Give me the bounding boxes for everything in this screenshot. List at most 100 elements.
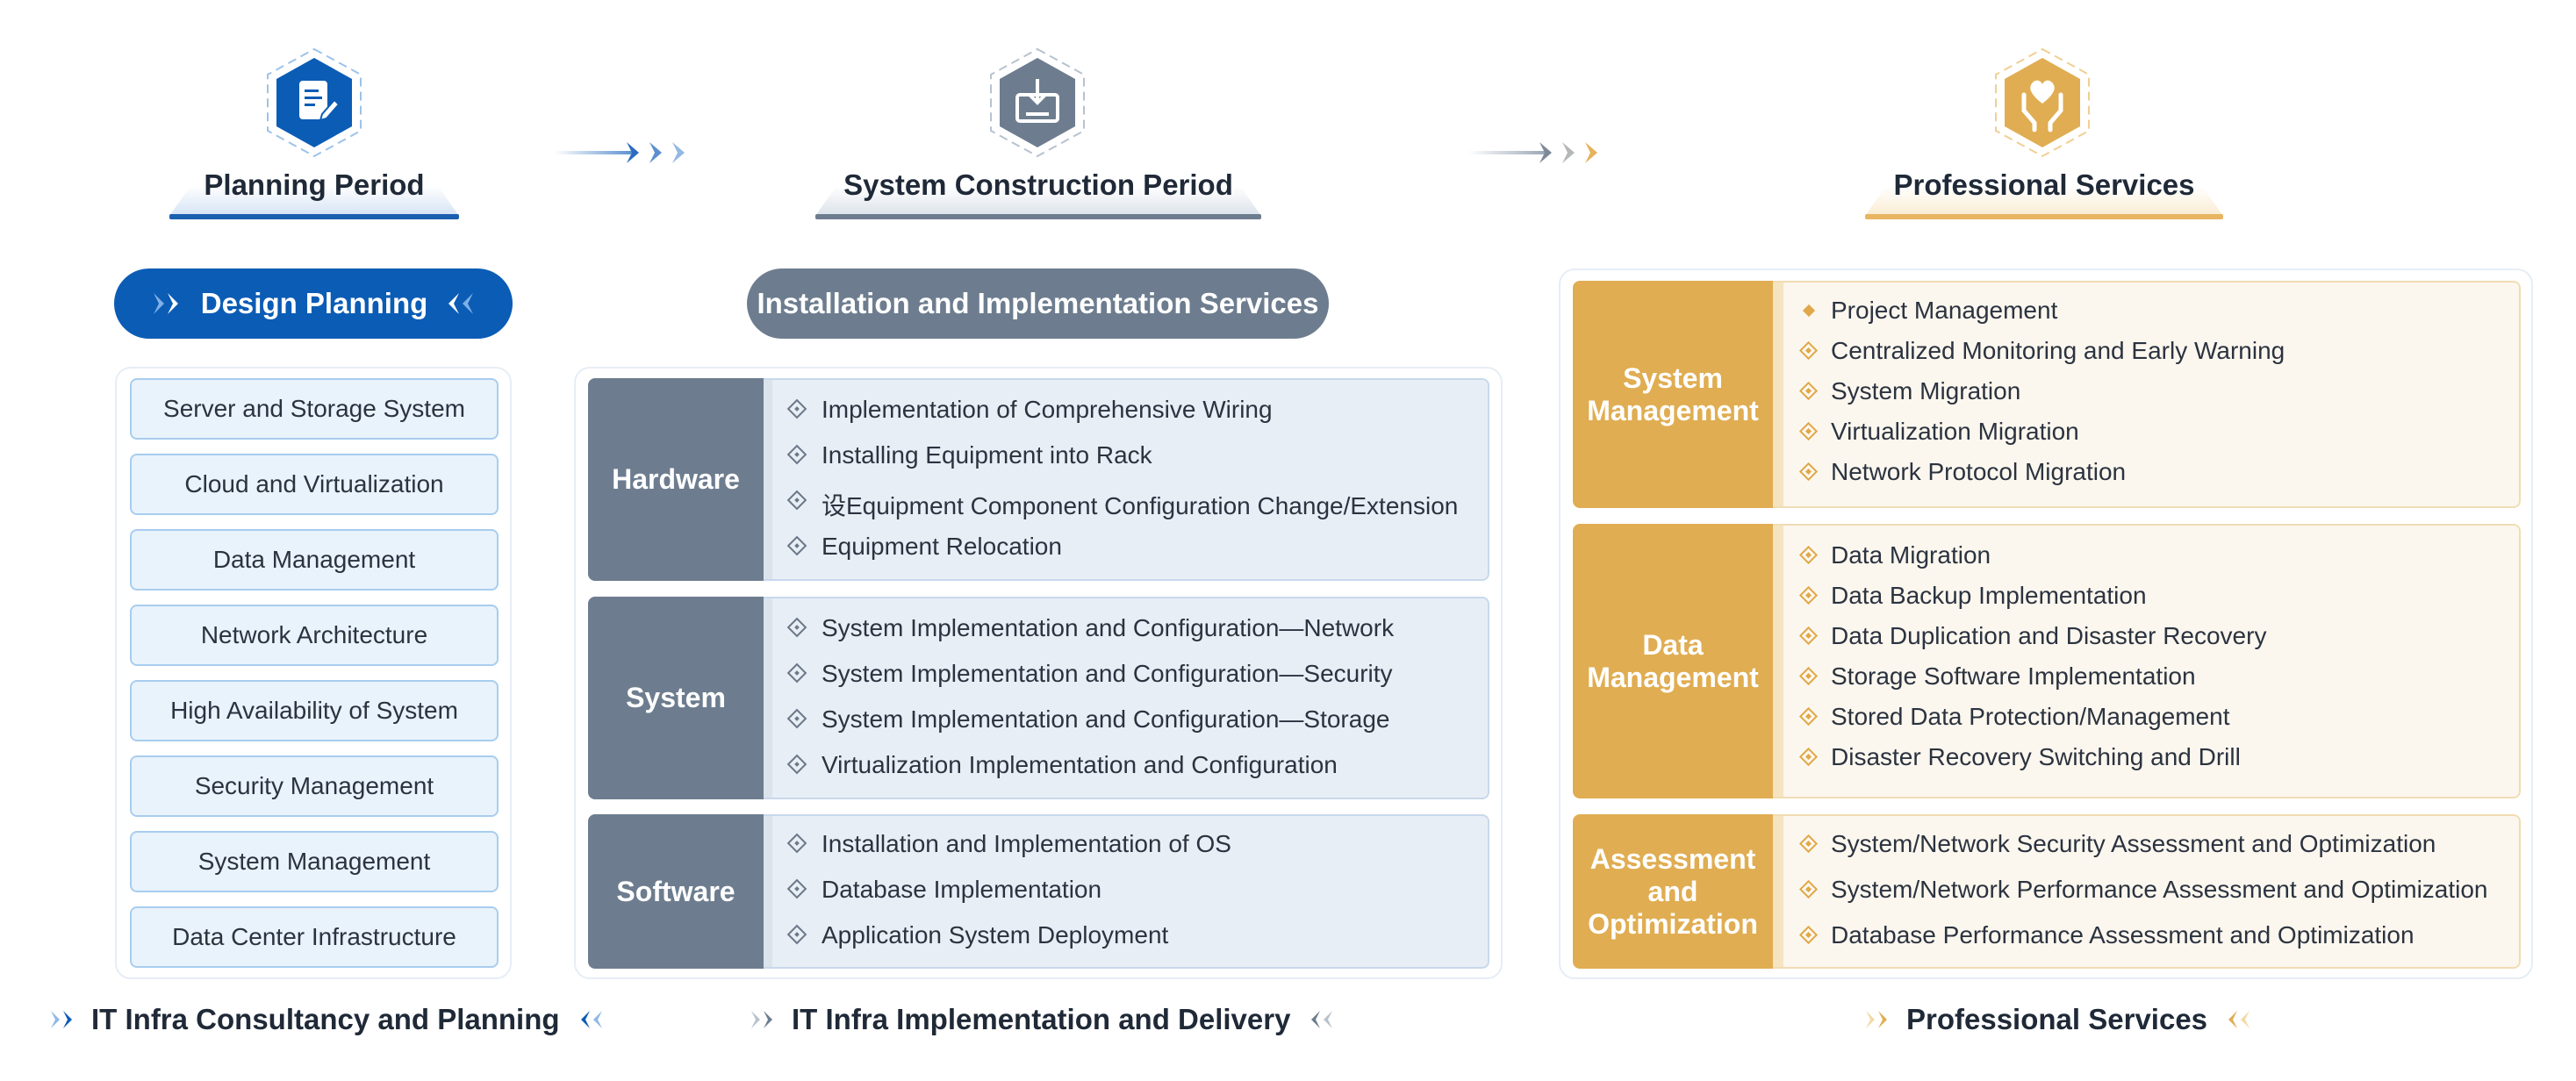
diamond-bullet-icon	[786, 878, 807, 899]
group-label: System Management	[1573, 281, 1773, 508]
phase-title: System Construction Period	[843, 168, 1233, 201]
list-item: Application System Deployment	[786, 921, 1168, 949]
phase-title-underline	[169, 214, 459, 219]
group-body: System/Network Security Assessment and O…	[1773, 814, 2521, 969]
planning-item[interactable]: Security Management	[130, 755, 499, 817]
diamond-bullet-icon	[1798, 585, 1819, 605]
diamond-bullet-icon	[1802, 304, 1816, 318]
assessment-optimization-group: Assessment and Optimization System/Netwo…	[1573, 814, 2521, 969]
diamond-bullet-icon	[786, 444, 807, 465]
list-item: System Implementation and Configuration—…	[786, 660, 1393, 688]
diamond-bullet-icon	[1798, 666, 1819, 686]
footer-label: IT Infra Consultancy and Planning	[91, 1003, 560, 1035]
diamond-bullet-icon	[786, 617, 807, 638]
footer-label: Professional Services	[1906, 1003, 2208, 1035]
list-item: Virtualization Implementation and Config…	[786, 751, 1338, 779]
system-group: System System Implementation and Configu…	[588, 597, 1489, 799]
chevron-right-icon	[153, 293, 178, 314]
list-item: Database Performance Assessment and Opti…	[1798, 921, 2415, 949]
diamond-bullet-icon	[1798, 462, 1819, 482]
hardware-group: Hardware Implementation of Comprehensive…	[588, 378, 1489, 581]
chevron-right-icon	[751, 1011, 772, 1028]
group-body: Project Management Centralized Monitorin…	[1773, 281, 2521, 508]
diamond-bullet-icon	[786, 924, 807, 945]
footer-label: IT Infra Implementation and Delivery	[792, 1003, 1291, 1035]
group-label: Data Management	[1573, 524, 1773, 798]
planning-item[interactable]: Network Architecture	[130, 605, 499, 666]
planning-item[interactable]: Server and Storage System	[130, 378, 499, 440]
diamond-bullet-icon	[1798, 381, 1819, 401]
list-item: Project Management	[1802, 297, 2057, 325]
data-management-group: Data Management Data Migration Data Back…	[1573, 524, 2521, 798]
document-edit-icon	[267, 47, 362, 158]
diamond-bullet-icon	[786, 535, 807, 556]
chevron-left-icon	[1311, 1011, 1333, 1028]
list-item: Equipment Relocation	[786, 533, 1062, 561]
list-item: Centralized Monitoring and Early Warning	[1798, 337, 2285, 365]
software-group: Software Installation and Implementation…	[588, 814, 1489, 969]
phase-title: Planning Period	[204, 168, 425, 201]
group-label: Assessment and Optimization	[1573, 814, 1773, 969]
list-item: System/Network Performance Assessment an…	[1798, 876, 2488, 904]
list-item: Network Protocol Migration	[1798, 458, 2126, 486]
list-item: Installing Equipment into Rack	[786, 441, 1152, 469]
chevron-left-icon	[2228, 1011, 2250, 1028]
list-item: Data Migration	[1798, 541, 1991, 569]
diamond-bullet-icon	[786, 662, 807, 684]
list-item: System/Network Security Assessment and O…	[1798, 830, 2436, 858]
diamond-bullet-icon	[1798, 747, 1819, 767]
footer-implementation: IT Infra Implementation and Delivery	[750, 1003, 1334, 1036]
footer-services: Professional Services	[1864, 1003, 2251, 1036]
list-item: Virtualization Migration	[1798, 418, 2079, 446]
list-item: Stored Data Protection/Management	[1798, 703, 2229, 731]
phase-title-base	[1865, 186, 2223, 216]
diamond-bullet-icon	[1798, 421, 1819, 441]
diamond-bullet-icon	[1798, 925, 1819, 945]
group-body: Installation and Implementation of OS Da…	[764, 814, 1489, 969]
group-body: System Implementation and Configuration—…	[764, 597, 1489, 799]
diamond-bullet-icon	[786, 490, 807, 511]
chevron-left-icon	[448, 293, 474, 314]
list-item: 设Equipment Component Configuration Chang…	[786, 487, 1458, 522]
connector-arrows	[1467, 142, 1597, 163]
planning-item[interactable]: Data Management	[130, 529, 499, 591]
list-item: Installation and Implementation of OS	[786, 830, 1231, 858]
connector-arrows	[555, 142, 685, 163]
diamond-bullet-icon	[786, 754, 807, 775]
diamond-bullet-icon	[1798, 626, 1819, 646]
group-body: Implementation of Comprehensive Wiring I…	[764, 378, 1489, 581]
diamond-bullet-icon	[1798, 706, 1819, 727]
installation-services-pill[interactable]: Installation and Implementation Services	[747, 268, 1329, 339]
diamond-bullet-icon	[1798, 545, 1819, 565]
hands-heart-icon	[1995, 47, 2090, 158]
design-planning-pill[interactable]: Design Planning	[114, 268, 513, 339]
group-label: Hardware	[588, 378, 764, 581]
planning-item[interactable]: Cloud and Virtualization	[130, 454, 499, 515]
chevron-right-icon	[1866, 1011, 1887, 1028]
group-label: System	[588, 597, 764, 799]
list-item: Implementation of Comprehensive Wiring	[786, 396, 1273, 424]
planning-item[interactable]: High Availability of System	[130, 680, 499, 741]
list-item: Disaster Recovery Switching and Drill	[1798, 743, 2241, 771]
group-body: Data Migration Data Backup Implementatio…	[1773, 524, 2521, 798]
pill-label: Design Planning	[200, 287, 428, 319]
system-management-group: System Management Project Management Cen…	[1573, 281, 2521, 508]
diamond-bullet-icon	[1798, 879, 1819, 899]
phase-title-base	[815, 186, 1261, 216]
install-box-icon	[990, 47, 1085, 158]
planning-item[interactable]: Data Center Infrastructure	[130, 906, 499, 968]
planning-item[interactable]: System Management	[130, 831, 499, 892]
list-item: Database Implementation	[786, 876, 1101, 904]
list-item: System Implementation and Configuration—…	[786, 614, 1394, 642]
chevron-left-icon	[580, 1011, 602, 1028]
diamond-bullet-icon	[1798, 340, 1819, 361]
diamond-bullet-icon	[1798, 834, 1819, 854]
phase-title: Professional Services	[1893, 168, 2195, 201]
phase-title-underline	[815, 214, 1261, 219]
list-item: Data Duplication and Disaster Recovery	[1798, 622, 2266, 650]
pill-label: Installation and Implementation Services	[757, 287, 1319, 319]
phase-title-base	[169, 186, 459, 216]
diamond-bullet-icon	[786, 708, 807, 729]
diamond-bullet-icon	[786, 398, 807, 419]
chevron-right-icon	[51, 1011, 72, 1028]
